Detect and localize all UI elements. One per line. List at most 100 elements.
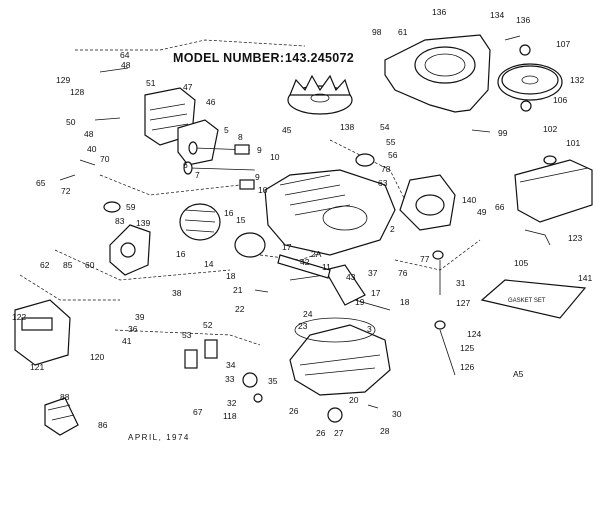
flywheel — [287, 74, 353, 115]
callout-122: 122 — [12, 312, 26, 322]
callout-22: 22 — [235, 304, 245, 314]
callout-37: 37 — [368, 268, 378, 278]
callout-66: 66 — [495, 202, 505, 212]
callout-141: 141 — [578, 273, 592, 283]
callout-42: 42 — [300, 257, 310, 267]
callout-2: 2 — [390, 224, 395, 234]
callout-56: 56 — [388, 150, 398, 160]
callout-14: 14 — [204, 259, 214, 269]
callout-136: 136 — [516, 15, 530, 25]
callout-36: 36 — [128, 324, 138, 334]
callout-88: 88 — [60, 392, 70, 402]
air-cleaner — [179, 203, 221, 241]
callout-15: 15 — [236, 215, 246, 225]
callout-23: 23 — [298, 321, 308, 331]
callout-107: 107 — [556, 39, 570, 49]
callout-85: 85 — [63, 260, 73, 270]
callout-3: 3 — [367, 324, 372, 334]
callout-30: 30 — [392, 409, 402, 419]
callout-65: 65 — [36, 178, 46, 188]
callout-39: 39 — [135, 312, 145, 322]
callout-105: 105 — [514, 258, 528, 268]
callout-120: 120 — [90, 352, 104, 362]
small-parts — [59, 35, 557, 423]
blower-housing — [384, 34, 491, 113]
callout-138: 138 — [340, 122, 354, 132]
callout-129: 129 — [56, 75, 70, 85]
callout-62: 62 — [40, 260, 50, 270]
callout-70: 70 — [100, 154, 110, 164]
callout-134: 134 — [490, 10, 504, 20]
callout-86: 86 — [98, 420, 108, 430]
callout-121: 121 — [30, 362, 44, 372]
guide-line — [54, 249, 231, 281]
date-label: APRIL, 1974 — [128, 433, 190, 442]
callout-20: 20 — [349, 395, 359, 405]
connecting-rod — [277, 254, 331, 279]
callout-72: 72 — [61, 186, 71, 196]
callout-132: 132 — [570, 75, 584, 85]
head-gasket — [177, 119, 219, 166]
callout-140: 140 — [462, 195, 476, 205]
gasket-set: GASKET SET — [480, 279, 587, 319]
model-number-label: MODEL NUMBER: — [173, 51, 284, 65]
callout-27: 27 — [334, 428, 344, 438]
callout-8: 8 — [238, 132, 243, 142]
callout-102: 102 — [543, 124, 557, 134]
oil-sump — [289, 324, 391, 396]
callout-101: 101 — [566, 138, 580, 148]
callout-47: 47 — [183, 82, 193, 92]
callout-28: 28 — [380, 426, 390, 436]
callout-40: 40 — [87, 144, 97, 154]
callout-24: 24 — [303, 309, 313, 319]
callout-31: 31 — [456, 278, 466, 288]
callout-46: 46 — [206, 97, 216, 107]
primer-bulb — [44, 397, 79, 436]
flywheel-screen — [497, 63, 563, 101]
callout-48: 48 — [121, 60, 131, 70]
callout-60: 60 — [85, 260, 95, 270]
callout-61: 61 — [398, 27, 408, 37]
callout-76: 76 — [398, 268, 408, 278]
callout-78: 78 — [381, 164, 391, 174]
callout-106: 106 — [553, 95, 567, 105]
guide-line — [75, 39, 306, 51]
callout-50: 50 — [66, 117, 76, 127]
callout-59: 59 — [126, 202, 136, 212]
callout-6: 6 — [183, 160, 188, 170]
callout-98: 98 — [372, 27, 382, 37]
corner-mark: A5 — [513, 369, 524, 379]
callout-21: 21 — [233, 285, 243, 295]
callout-139: 139 — [136, 218, 150, 228]
callout-9: 9 — [255, 172, 260, 182]
guide-line — [114, 329, 261, 346]
guide-line — [19, 274, 120, 301]
callout-127: 127 — [456, 298, 470, 308]
callout-77: 77 — [420, 254, 430, 264]
callout-16: 16 — [224, 208, 234, 218]
callout-124: 124 — [467, 329, 481, 339]
callout-18: 18 — [226, 271, 236, 281]
carburetor — [109, 224, 151, 276]
callout-10: 10 — [270, 152, 280, 162]
callout-17: 17 — [282, 242, 292, 252]
sump-gasket — [294, 317, 376, 343]
callout-43: 43 — [346, 272, 356, 282]
callout-128: 128 — [70, 87, 84, 97]
callout-32: 32 — [227, 398, 237, 408]
callout-26: 26 — [289, 406, 299, 416]
callout-63: 63 — [378, 178, 388, 188]
callout-52: 52 — [203, 320, 213, 330]
callout-35: 35 — [268, 376, 278, 386]
callout-55: 55 — [386, 137, 396, 147]
callout-136: 136 — [432, 7, 446, 17]
gasket-set-label: GASKET SET — [508, 298, 546, 304]
callout-9: 9 — [257, 145, 262, 155]
callout-33: 33 — [225, 374, 235, 384]
callout-5: 5 — [224, 125, 229, 135]
breather — [234, 232, 266, 258]
callout-67: 67 — [193, 407, 203, 417]
callout-10: 10 — [258, 185, 268, 195]
callout-41: 41 — [122, 336, 132, 346]
